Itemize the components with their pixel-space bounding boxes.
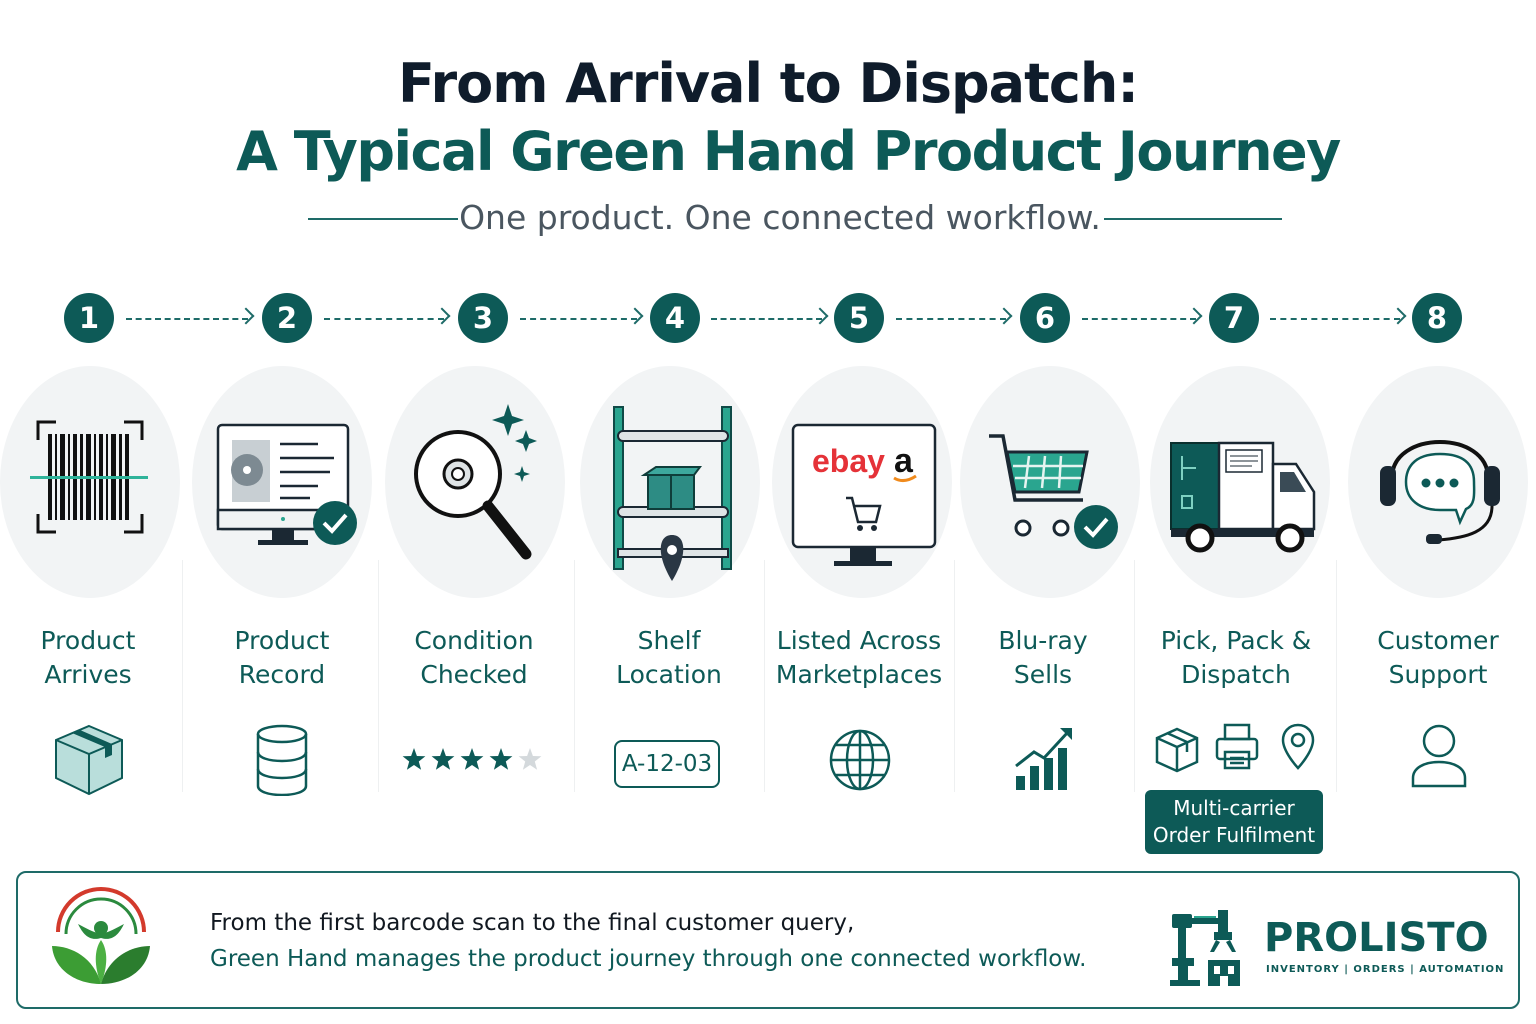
footer-line-1: From the first barcode scan to the final… — [210, 910, 855, 936]
globe-icon — [829, 729, 891, 791]
step-label-4: Shelf Location — [616, 626, 722, 689]
star-icon — [460, 748, 484, 770]
star-icon — [489, 748, 513, 770]
delivery-truck-icon — [1170, 441, 1316, 553]
monitor-record-icon — [216, 423, 357, 545]
star-icon — [518, 748, 542, 770]
step-label-8: Customer Support — [1377, 626, 1499, 689]
column-divider — [954, 560, 955, 792]
column-divider — [1336, 560, 1337, 792]
growth-chart-icon — [1015, 728, 1072, 790]
condition-rating — [400, 744, 546, 780]
step-label-2: Product Record — [234, 626, 330, 689]
ebay-logo: ebay — [812, 443, 885, 479]
prolisto-robot-icon — [1170, 910, 1240, 986]
step-number-7: 7 — [1209, 293, 1259, 343]
column-divider — [1134, 560, 1135, 792]
multi-carrier-badge: Multi-carrier Order Fulfilment — [1145, 790, 1323, 854]
marketplace-monitor-icon: ebay a — [791, 423, 937, 566]
step-label-7: Pick, Pack & Dispatch — [1160, 626, 1312, 689]
barcode-scanner-icon — [30, 420, 148, 534]
step-number-2: 2 — [262, 293, 312, 343]
user-icon — [1411, 724, 1467, 788]
footer-panel — [16, 871, 1520, 1009]
step-number-4: 4 — [650, 293, 700, 343]
step-number-5: 5 — [834, 293, 884, 343]
subtitle-rule-left — [308, 218, 458, 220]
page-title-line1: From Arrival to Dispatch: — [398, 52, 1139, 115]
step-label-5: Listed Across Marketplaces — [775, 626, 943, 689]
green-hand-logo-icon — [52, 887, 150, 984]
printer-icon — [1215, 723, 1259, 770]
location-pin-icon — [1281, 723, 1315, 770]
column-divider — [182, 560, 183, 792]
page-subtitle: One product. One connected workflow. — [459, 198, 1101, 237]
step-number-8: 8 — [1412, 293, 1462, 343]
headset-chat-icon — [1380, 440, 1500, 544]
step-number-3: 3 — [458, 293, 508, 343]
column-divider — [764, 560, 765, 792]
database-icon — [256, 724, 308, 796]
step-label-1: Product Arrives — [40, 626, 136, 689]
star-icon — [431, 748, 455, 770]
column-divider — [378, 560, 379, 792]
star-icon — [402, 748, 426, 770]
prolisto-brand: PROLISTO — [1264, 915, 1489, 961]
package-icon — [1155, 727, 1199, 773]
step-label-6: Blu-ray Sells — [998, 626, 1088, 689]
amazon-logo: a — [894, 442, 914, 480]
box-icon — [55, 724, 123, 796]
magnifier-disc-icon — [414, 404, 537, 560]
step-label-3: Condition Checked — [414, 626, 534, 689]
shopping-cart-icon — [989, 434, 1118, 549]
page-title-line2: A Typical Green Hand Product Journey — [236, 120, 1341, 183]
shelf-box-icon — [613, 406, 732, 581]
column-divider — [574, 560, 575, 792]
step-number-1: 1 — [64, 293, 114, 343]
shelf-code-tag: A-12-03 — [614, 740, 720, 788]
footer-line-2: Green Hand manages the product journey t… — [210, 946, 1087, 972]
prolisto-tagline: INVENTORY | ORDERS | AUTOMATION — [1266, 964, 1505, 975]
subtitle-rule-right — [1104, 218, 1282, 220]
step-number-6: 6 — [1020, 293, 1070, 343]
